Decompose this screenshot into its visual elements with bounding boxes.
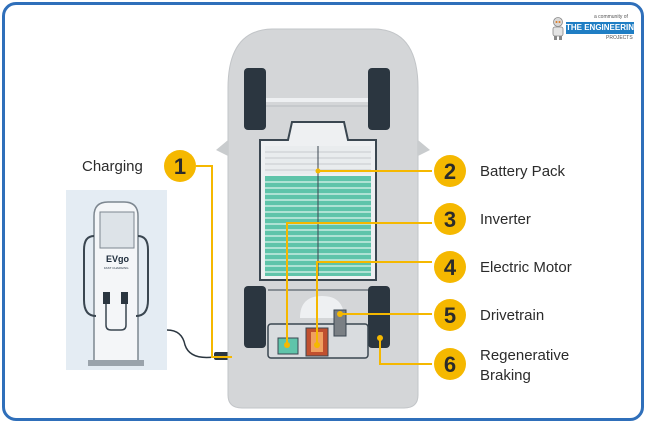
logo-sub: PROJECTS — [606, 35, 633, 41]
callout-lines — [196, 165, 432, 365]
svg-text:6: 6 — [444, 352, 456, 377]
svg-text:4: 4 — [444, 255, 457, 280]
plug-right — [121, 292, 128, 304]
label-inverter: Inverter — [480, 211, 531, 228]
label-electric-motor: Electric Motor — [480, 259, 572, 276]
badge-2: 2 — [434, 155, 466, 187]
drivetrain-unit — [333, 309, 347, 337]
battery-pack — [259, 121, 377, 281]
wheel-front-left — [244, 68, 266, 130]
charger-station — [83, 201, 149, 366]
label-battery-pack: Battery Pack — [480, 163, 566, 180]
badge-6: 6 — [434, 348, 466, 380]
charger-tagline: FAST CHARGING — [104, 266, 129, 270]
label-charging: Charging — [82, 158, 143, 175]
axle-housing — [300, 296, 344, 318]
charger-brand: EVgo — [106, 254, 130, 264]
badge-1: 1 — [164, 150, 196, 182]
label-drivetrain: Drivetrain — [480, 307, 545, 324]
svg-text:1: 1 — [174, 154, 186, 179]
badge-3: 3 — [434, 203, 466, 235]
badge-5: 5 — [434, 299, 466, 331]
wheel-front-right — [368, 68, 390, 130]
wheel-rear-left — [244, 286, 266, 348]
svg-text:5: 5 — [444, 303, 456, 328]
charging-cable — [166, 329, 215, 359]
wheel-rear-right — [368, 286, 390, 348]
label-regenerative: Regenerative — [480, 347, 570, 364]
svg-text:3: 3 — [444, 207, 456, 232]
robot-icon — [552, 17, 564, 40]
label-braking: Braking — [480, 367, 531, 384]
svg-text:2: 2 — [444, 159, 456, 184]
engineering-projects-logo: a community of THE ENGINEERING PROJECTS — [548, 14, 638, 42]
badge-4: 4 — [434, 251, 466, 283]
logo-name: THE ENGINEERING — [566, 22, 634, 34]
plug-left — [103, 292, 110, 304]
logo-tagline: a community of — [594, 14, 628, 20]
